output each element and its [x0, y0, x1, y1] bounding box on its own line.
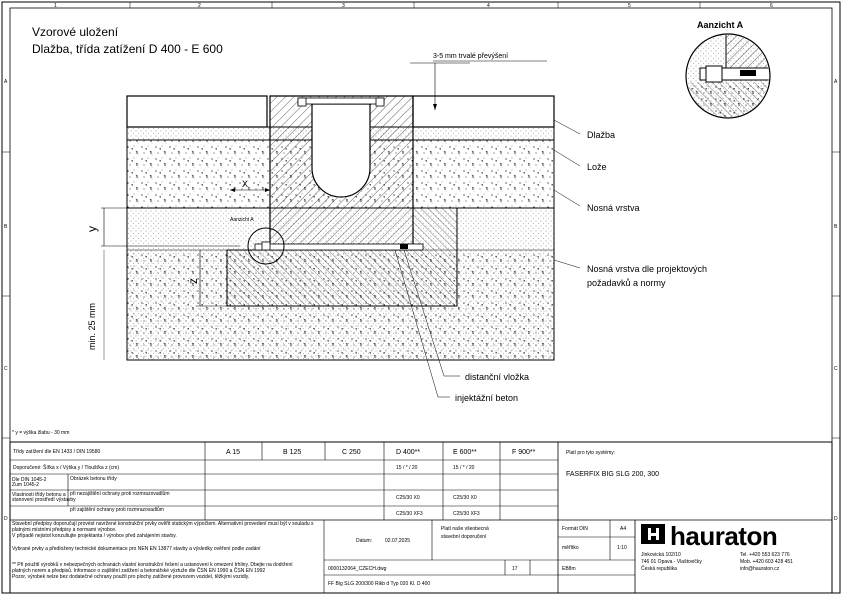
row-c-e600: C25/30 XF3 [453, 511, 480, 517]
detail-title: Aanzicht A [697, 20, 744, 30]
label-injektazni: injektážní beton [455, 393, 518, 403]
label-nosna-proj-2: požadavků a normy [587, 278, 666, 288]
dimension-label: Doporučené: Šířka x / Výška y / Tloušťka… [13, 464, 119, 471]
scale-label: měřítko [562, 545, 579, 551]
row-b-d400: C25/30 X0 [396, 495, 420, 501]
company-addr3: Česká republika [641, 565, 677, 572]
row-c-d400: C25/30 XF3 [396, 511, 423, 517]
spacer-insert [400, 244, 408, 249]
row-letter-c-left: C [4, 366, 8, 372]
datum-label: Datum: [356, 538, 372, 544]
cross-section: 3-5 mm trvalé převýšení X y z min. 25 mm… [85, 53, 555, 361]
system-value: FASERFIX BIG SLG 200, 300 [566, 471, 659, 478]
title-block-text: Třídy zatížení dle EN 1433 / DIN 19580 A… [12, 449, 659, 587]
class-c250: C 250 [342, 449, 361, 456]
min25-label: min. 25 mm [87, 303, 97, 350]
company-mob: Mob. +420 603 428 451 [740, 559, 793, 565]
format-value: A4 [620, 526, 626, 532]
col-number-5: 5 [628, 3, 631, 9]
row-letter-a-left: A [4, 79, 8, 85]
row-letter-d-left: D [4, 516, 8, 522]
row-b-left-2: stanovení prostředí výstavby [12, 497, 76, 503]
col-number-1: 1 [54, 3, 57, 9]
note-7: Pozor, výrobek nelze bez dodatečné ochra… [12, 574, 249, 580]
label-nosna-proj-1: Nosná vrstva dle projektových [587, 264, 707, 274]
validity-line1: Platí naše všeobecná [441, 526, 489, 532]
channel-cavity [311, 103, 371, 198]
class-f900: F 900** [512, 449, 536, 456]
paving-stone-right [412, 95, 555, 128]
row-markers: A B C D A B C D [2, 79, 840, 522]
dim-z-label: z [186, 278, 200, 284]
class-label: Třídy zatížení dle EN 1433 / DIN 19580 [13, 449, 100, 455]
row-a-left-2: Zum 1045-2 [12, 482, 39, 488]
scale-value: 1:10 [617, 545, 627, 551]
detail-small-label: Aanzicht A [230, 217, 254, 223]
row-b-note: při nezajištění ochrany proti rozmrazova… [70, 490, 170, 497]
label-loze: Lože [587, 162, 607, 172]
note-4: Vybrané prvky a předloženy technické dok… [12, 546, 261, 552]
dim-y-label: y [85, 226, 99, 232]
label-dlazba: Dlažba [587, 130, 615, 140]
footnote: * y = výška žlabu - 30 mm [12, 430, 69, 436]
class-e600: E 600** [453, 449, 477, 456]
row-letter-c-right: C [834, 366, 838, 372]
class-a15: A 15 [226, 449, 240, 456]
note-5: ** Při použití výrobků v nebezpečných oc… [12, 561, 293, 568]
channel-grate [297, 97, 385, 105]
row-b-e600: C25/30 X0 [453, 495, 477, 501]
hauraton-logo-icon [641, 524, 665, 544]
dims-d400: 15 / * / 20 [396, 465, 418, 471]
col-number-3: 3 [342, 3, 345, 9]
row-c-note: při zajištění ochrany proti rozmrazovadl… [70, 506, 164, 513]
company-addr1: Jinkovická 102/10 [641, 552, 681, 558]
row-b-left-1: Vlastnosti třídy betonu a [12, 492, 66, 498]
dim-x-label: X [242, 179, 248, 189]
col-number-4: 4 [487, 3, 490, 9]
file-name: FF Big SLG 200/300 Rikb d Typ 020 Kl. D … [328, 581, 430, 587]
leaders: Dlažba Lože Nosná vrstva Nosná vrstva dl… [394, 119, 707, 403]
sheet-number: 17 [512, 566, 518, 572]
validity-line2: stavební doporučení [441, 534, 487, 540]
col-number-6: 6 [770, 3, 773, 9]
company-block: hauraton Jinkovická 102/10 746 01 Opava … [641, 521, 793, 572]
drawing-title-line1: Vzorové uložení [32, 25, 119, 39]
row-letter-b-right: B [834, 224, 838, 230]
class-b125: B 125 [283, 449, 301, 456]
note-1: Stavební předpisy doporučují provést nav… [12, 521, 314, 527]
company-tel: Tel. +420 553 623 776 [740, 552, 790, 558]
row-letter-a-right: A [834, 79, 838, 85]
row-letter-b-left: B [4, 224, 8, 230]
drawing-title-line2: Dlažba, třída zatížení D 400 - E 600 [32, 42, 223, 56]
dims-e600: 15 / * / 20 [453, 465, 475, 471]
company-name: hauraton [670, 521, 777, 551]
note-2: platnými místními předpisy a normami výr… [12, 527, 116, 533]
title-block [9, 441, 833, 594]
drawing-number: 0000132064_CZECH.dwg [328, 566, 387, 572]
system-label: Platí pro tyto systémy: [566, 450, 615, 456]
paving-stone-left [126, 95, 268, 128]
detail-a: Aanzicht A [685, 20, 771, 119]
author: EB8m [562, 566, 576, 572]
format-label: Formát DIN [562, 526, 588, 532]
company-addr2: 746 01 Opava - Vlaštovičky [641, 559, 702, 565]
class-d400: D 400** [396, 449, 420, 456]
row-a-left-1: Dle DIN 1045-2 [12, 477, 47, 483]
col-number-2: 2 [198, 3, 201, 9]
label-nosna: Nosná vrstva [587, 203, 640, 213]
spacer-strip [254, 243, 424, 251]
note-3: V případě nejistot konzultujte projektan… [12, 533, 177, 539]
row-letter-d-right: D [834, 516, 838, 522]
datum-value: 02.07.2025 [385, 538, 410, 544]
note-6: platných norem a předpisů. Informace o z… [12, 567, 265, 574]
label-distancni: distanční vložka [465, 372, 529, 382]
detail-marker-circle [247, 227, 285, 265]
row-a-note: Obrázek betonu třídy [70, 476, 117, 482]
column-markers: 1 2 3 4 5 6 [54, 2, 773, 9]
overheight-label: 3-5 mm trvalé převýšení [433, 53, 508, 60]
company-email: info@hauraton.cz [740, 566, 780, 572]
